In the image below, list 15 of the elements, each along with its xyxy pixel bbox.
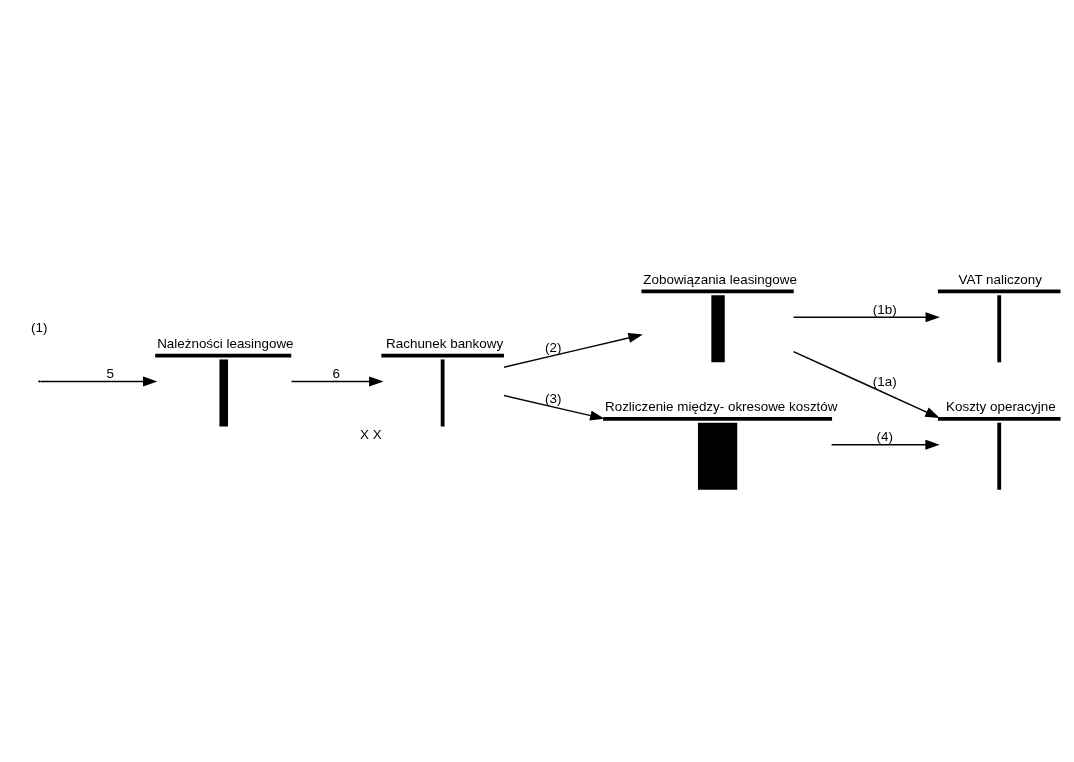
edge-label: 6 [332, 365, 341, 381]
edge-label: (4) [876, 429, 893, 445]
label: (1) [31, 320, 48, 336]
node-label: X X [359, 426, 382, 442]
node-label: Zobowiązania leasingowe [643, 271, 797, 287]
edge-label: (2) [545, 339, 562, 355]
edge-label: 5 [106, 365, 114, 381]
edge-label: (1a) [872, 373, 897, 389]
node-label: VAT naliczony [958, 271, 1042, 287]
node-label: Rozliczenie między- okresowe kosztów [605, 399, 838, 415]
edge-label: (3) [545, 390, 562, 406]
node-label: Należności leasingowe [157, 336, 294, 352]
node-label: Rachunek bankowy [386, 336, 504, 352]
node-label: Koszty operacyjne [946, 399, 1056, 415]
edge-label: (1b) [872, 301, 897, 317]
